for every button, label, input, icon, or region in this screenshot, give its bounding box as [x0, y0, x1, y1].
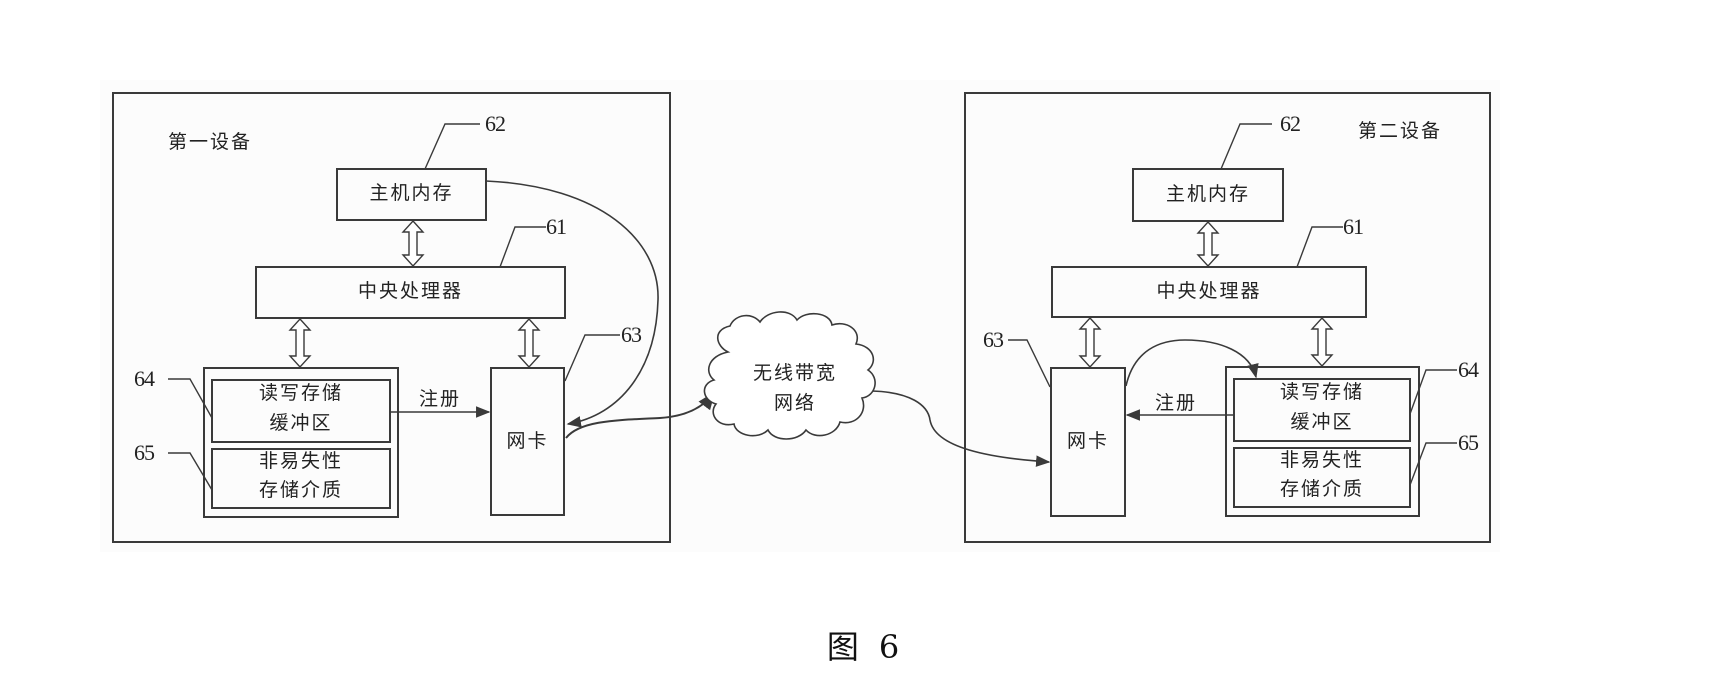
second-ref-63: 63 [983, 327, 1004, 352]
first-cpu-box [255, 266, 566, 319]
first-rw-buffer-box [211, 379, 391, 443]
first-nv-medium-box [211, 448, 391, 509]
second-rw-buffer-line2: 缓冲区 [1290, 411, 1354, 433]
second-ref-63-leader [1008, 339, 1051, 388]
figure-caption-number: 6 [878, 628, 900, 666]
first-host-memory-box [336, 168, 487, 221]
second-ref-65-leader [1409, 442, 1457, 486]
second-ref-62-leader [1220, 123, 1272, 170]
first-register-label: 注册 [419, 388, 462, 410]
first-ref-62-leader [424, 123, 480, 170]
first-memory-cpu-double-arrow [401, 219, 425, 268]
first-nic-box [490, 367, 565, 516]
first-ref-62: 62 [485, 111, 506, 136]
second-ref-64: 64 [1458, 357, 1479, 382]
second-nic-box [1050, 367, 1126, 517]
second-register-label: 注册 [1155, 392, 1198, 414]
first-cpu-label: 中央处理器 [357, 280, 463, 302]
second-ref-65: 65 [1458, 430, 1479, 455]
second-nv-medium-line1: 非易失性 [1279, 449, 1364, 471]
first-memory-to-nic-curve [485, 180, 659, 428]
first-nv-medium-line1: 非易失性 [258, 450, 343, 472]
second-device-frame [964, 92, 1491, 543]
second-ref-64-leader [1409, 369, 1457, 415]
second-ref-61: 61 [1343, 214, 1364, 239]
first-rw-buffer-line2: 缓冲区 [269, 412, 333, 434]
first-ref-61-leader [499, 226, 546, 268]
wireless-network-cloud [703, 311, 876, 440]
first-ref-65-leader [168, 452, 213, 491]
first-ref-65: 65 [134, 440, 155, 465]
second-cpu-label: 中央处理器 [1156, 280, 1262, 302]
first-ref-63: 63 [621, 322, 642, 347]
second-storage-frame [1225, 366, 1420, 517]
figure-caption-prefix: 图 [826, 628, 859, 666]
first-rw-buffer-line1: 读写存储 [258, 382, 343, 404]
first-device-title: 第一设备 [168, 131, 253, 153]
second-nic-to-buffer-curve [1125, 339, 1259, 387]
first-host-memory-label: 主机内存 [369, 182, 454, 204]
second-cpu-nic-double-arrow [1078, 316, 1102, 369]
second-ref-61-leader [1296, 226, 1343, 268]
second-rw-buffer-line1: 读写存储 [1279, 381, 1364, 403]
second-host-memory-label: 主机内存 [1165, 183, 1250, 205]
nic-to-network-curve [565, 391, 716, 439]
first-ref-61: 61 [546, 214, 567, 239]
first-device-frame [112, 92, 671, 543]
first-ref-64: 64 [134, 366, 155, 391]
network-label-line2: 网络 [773, 392, 816, 414]
network-label-line1: 无线带宽 [752, 362, 837, 384]
second-memory-cpu-double-arrow [1196, 220, 1220, 268]
second-cpu-storage-double-arrow [1310, 316, 1334, 368]
first-ref-63-leader [564, 334, 620, 382]
network-to-second-nic-curve [871, 390, 1051, 467]
second-cpu-box [1051, 266, 1367, 318]
second-nv-medium-box [1233, 447, 1411, 508]
second-nv-medium-line2: 存储介质 [1279, 478, 1364, 500]
second-nic-label: 网卡 [1066, 430, 1109, 452]
second-device-title: 第二设备 [1358, 120, 1443, 142]
first-storage-frame [203, 367, 399, 518]
second-rw-buffer-box [1233, 378, 1411, 442]
first-cpu-nic-double-arrow [517, 317, 541, 369]
first-nv-medium-line2: 存储介质 [258, 479, 343, 501]
second-ref-62: 62 [1280, 111, 1301, 136]
first-nic-label: 网卡 [506, 430, 549, 452]
first-ref-64-leader [168, 378, 213, 419]
first-cpu-storage-double-arrow [288, 317, 312, 369]
